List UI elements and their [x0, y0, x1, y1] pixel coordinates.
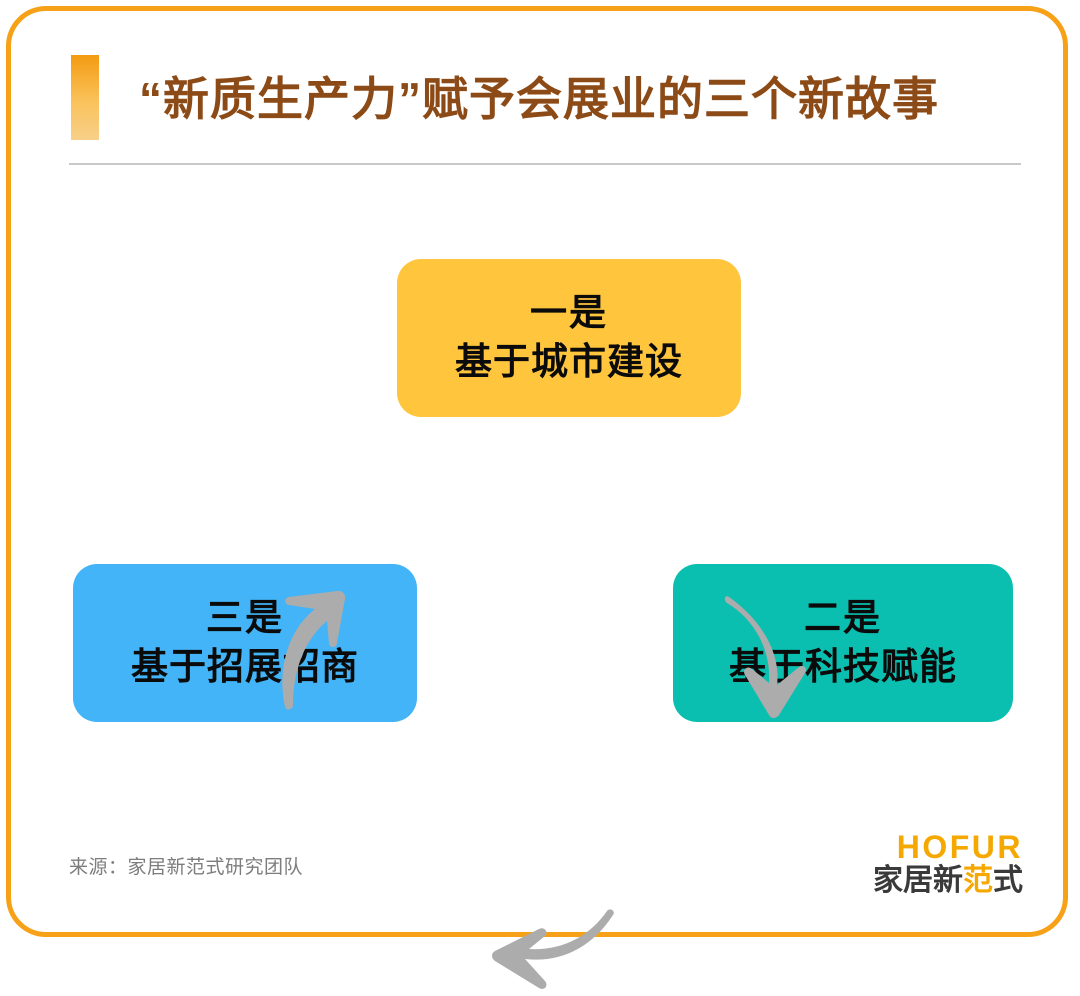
cycle-node-top[interactable]: 一是 基于城市建设 — [397, 259, 741, 417]
title-accent-bar — [71, 55, 99, 140]
cycle-diagram: 一是 基于城市建设 二是 基于科技赋能 三是 基于招展招商 — [11, 171, 1063, 989]
cycle-node-right[interactable]: 二是 基于科技赋能 — [673, 564, 1013, 722]
footer: 来源：家居新范式研究团队 HOFUR 家居新范式 — [11, 822, 1063, 932]
cycle-node-top-line1: 一是 — [530, 292, 608, 334]
cycle-node-left[interactable]: 三是 基于招展招商 — [73, 564, 417, 722]
cycle-node-left-line1: 三是 — [206, 597, 284, 639]
cycle-node-right-line1: 二是 — [804, 597, 882, 639]
brand-logo-cn-part1: 家居新 — [873, 863, 963, 897]
arrow-top-to-right-icon — [701, 569, 841, 724]
brand-logo-cn-part2: 式 — [993, 863, 1023, 897]
arrow-left-to-top-icon — [259, 571, 389, 721]
source-text: 来源：家居新范式研究团队 — [69, 857, 304, 878]
infographic-card: “新质生产力”赋予会展业的三个新故事 一是 基于城市建设 二是 基于科技赋能 三… — [6, 6, 1068, 989]
cycle-node-left-line2: 基于招展招商 — [131, 646, 359, 687]
brand-logo-en: HOFUR — [896, 829, 1023, 865]
brand-logo: HOFUR 家居新范式 — [853, 830, 1023, 897]
brand-logo-cn: 家居新范式 — [853, 863, 1023, 897]
page-title: “新质生产力”赋予会展业的三个新故事 — [139, 73, 939, 125]
cycle-node-top-line2: 基于城市建设 — [455, 341, 683, 382]
header: “新质生产力”赋予会展业的三个新故事 — [11, 11, 1063, 171]
header-divider — [69, 163, 1021, 165]
brand-logo-cn-highlight: 范 — [963, 863, 993, 897]
